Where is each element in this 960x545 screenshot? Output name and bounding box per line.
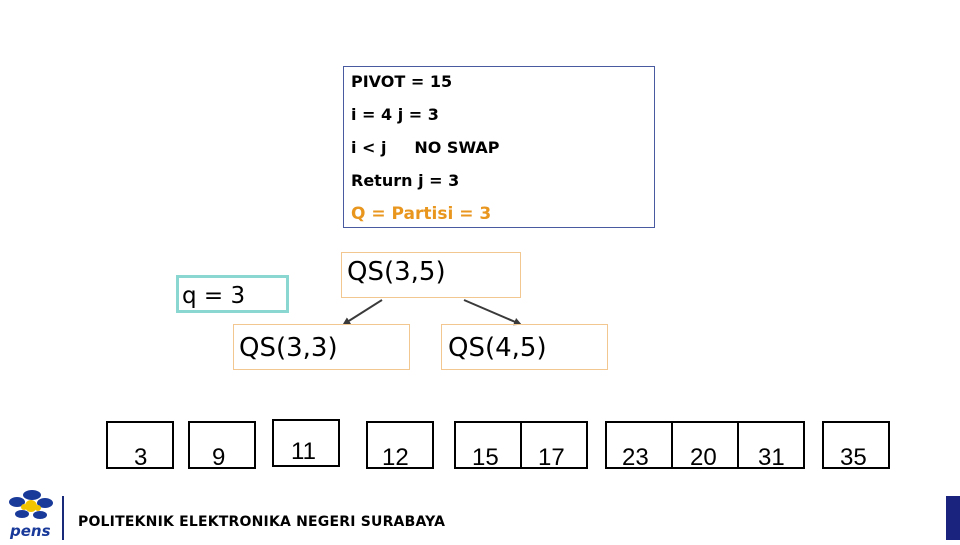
pens-logo: pens (0, 478, 62, 540)
array-cell: 23 (605, 421, 673, 471)
array-value: 20 (690, 444, 717, 471)
array-cell: 3 (106, 421, 174, 471)
call-right: QS(4,5) (441, 324, 608, 370)
footer: POLITEKNIK ELEKTRONIKA NEGERI SURABAYA (62, 496, 960, 540)
array-cell: 9 (188, 421, 256, 471)
q-value-label: q = 3 (182, 283, 246, 309)
call-right-label: QS(4,5) (448, 333, 547, 363)
q-value-box: q = 3 (176, 275, 289, 313)
array-value: 17 (538, 444, 565, 471)
call-left: QS(3,3) (233, 324, 410, 370)
array-value: 12 (382, 444, 409, 471)
array-value: 15 (472, 444, 499, 471)
array-value: 9 (212, 444, 226, 471)
indices-line: i = 4 j = 3 (351, 105, 439, 124)
call-root: QS(3,5) (341, 252, 521, 298)
institution-name: POLITEKNIK ELEKTRONIKA NEGERI SURABAYA (78, 514, 446, 530)
array-value: 35 (840, 444, 867, 471)
array-cell: 12 (366, 421, 434, 471)
array-cell: 17 (520, 421, 588, 471)
call-root-label: QS(3,5) (347, 257, 446, 287)
array-cell: 11 (272, 419, 340, 467)
array-value: 23 (622, 444, 649, 471)
arrow-to-right-call (463, 299, 522, 326)
array-cell: 31 (737, 421, 805, 471)
footer-accent-bar (946, 496, 960, 540)
partition-info-box: PIVOT = 15 i = 4 j = 3 i < j NO SWAP Ret… (343, 66, 655, 228)
array-cell: 20 (671, 421, 739, 471)
logo-text: pens (10, 522, 51, 540)
array-value: 31 (758, 444, 785, 471)
array-cell: 15 (454, 421, 522, 471)
partition-result-line: Q = Partisi = 3 (351, 204, 492, 224)
pens-logo-icon (9, 490, 53, 519)
pivot-line: PIVOT = 15 (351, 72, 453, 91)
array-value: 11 (291, 438, 316, 465)
arrow-to-left-call (342, 299, 383, 326)
return-line: Return j = 3 (351, 171, 460, 190)
call-left-label: QS(3,3) (239, 333, 338, 363)
array-value: 3 (134, 444, 148, 471)
comparison-line: i < j NO SWAP (351, 138, 500, 157)
array-cell: 35 (822, 421, 890, 471)
